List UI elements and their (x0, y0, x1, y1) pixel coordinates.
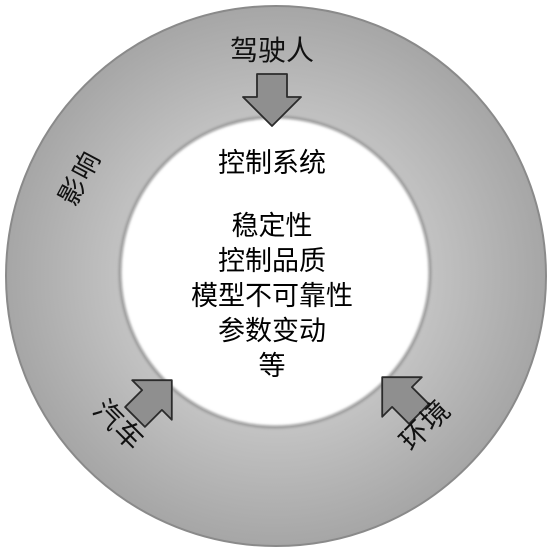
center-line: 稳定性 (232, 211, 313, 242)
environment-arrow-icon (381, 376, 430, 425)
driver-label: 驾驶人 (230, 34, 314, 67)
inner-circle (120, 117, 430, 427)
driver-arrow-icon (242, 73, 302, 127)
center-line: 等 (259, 351, 286, 382)
center-title: 控制系统 (218, 148, 326, 179)
vehicle-arrow-icon (124, 379, 173, 428)
center-line: 参数变动 (218, 316, 326, 347)
center-line: 模型不可靠性 (191, 281, 353, 312)
center-line: 控制品质 (218, 246, 326, 277)
